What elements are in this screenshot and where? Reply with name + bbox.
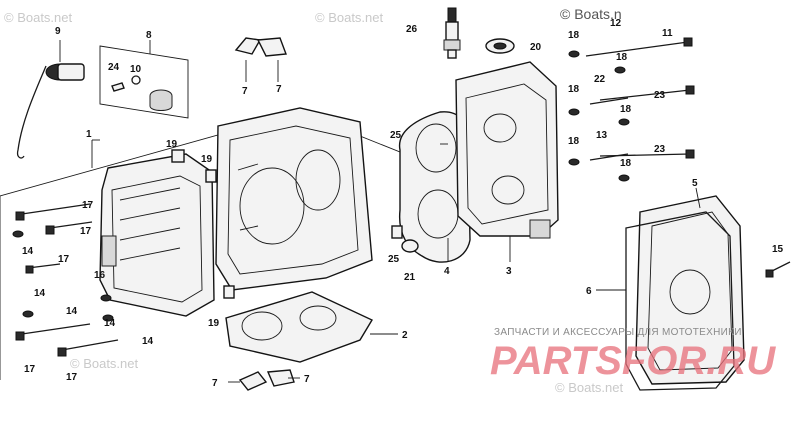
callout-19: 19 xyxy=(208,318,220,329)
callout-24: 24 xyxy=(108,62,120,73)
watermark-top-mid: © Boats.net xyxy=(315,10,384,25)
shop-brand-logo: PARTSFOR.RU xyxy=(490,339,776,383)
block-bolts-left xyxy=(12,203,119,357)
callout-16: 16 xyxy=(94,270,106,281)
callout-18: 18 xyxy=(620,104,632,115)
callout-3: 3 xyxy=(506,266,512,277)
part-25-dowel xyxy=(391,225,403,239)
part-20-washer xyxy=(485,38,515,54)
callout-18: 18 xyxy=(568,84,580,95)
callout-8: 8 xyxy=(146,30,152,41)
callout-7: 7 xyxy=(242,86,248,97)
watermark-top-left: © Boats.net xyxy=(4,10,73,25)
part-25-head-gasket xyxy=(398,111,471,263)
callout-17: 17 xyxy=(82,200,94,211)
callout-14: 14 xyxy=(104,318,116,329)
thermo-sensor-part-9 xyxy=(16,40,85,159)
watermark-bottom-left: © Boats.net xyxy=(70,356,139,371)
part-7-clips-top xyxy=(234,37,287,82)
leader-lines xyxy=(91,139,701,383)
part-26-spark-plug xyxy=(443,7,461,59)
callout-22: 22 xyxy=(594,74,606,85)
callout-23: 23 xyxy=(654,90,666,101)
callout-14: 14 xyxy=(142,336,154,347)
head-bolts-right xyxy=(568,37,695,182)
callout-labels: 9 8 24 10 7 7 1 19 19 26 20 25 18 12 11 … xyxy=(22,18,784,389)
callout-15: 15 xyxy=(772,244,784,255)
callout-20: 20 xyxy=(530,42,542,53)
part-5-head-cover xyxy=(635,195,745,385)
part-7-clips-bottom xyxy=(238,369,295,391)
cylinder-block-left xyxy=(99,153,215,317)
part-21-oring xyxy=(401,239,419,253)
part-15-bolt xyxy=(765,261,791,278)
callout-2: 2 xyxy=(402,330,408,341)
callout-7: 7 xyxy=(212,378,218,389)
watermark-bottom-right: © Boats.net xyxy=(555,380,624,395)
callout-14: 14 xyxy=(22,246,34,257)
part-2-gasket-bottom xyxy=(225,291,373,363)
callout-21: 21 xyxy=(404,272,416,283)
watermark-top-right: © Boats.n xyxy=(560,6,622,22)
callout-5: 5 xyxy=(692,178,698,189)
callout-10: 10 xyxy=(130,64,142,75)
callout-18: 18 xyxy=(616,52,628,63)
callout-1: 1 xyxy=(86,129,92,140)
part-3-cylinder-head xyxy=(455,61,559,239)
callout-25: 25 xyxy=(388,254,400,265)
callout-18: 18 xyxy=(568,30,580,41)
callout-14: 14 xyxy=(34,288,46,299)
callout-17: 17 xyxy=(24,364,36,375)
callout-19: 19 xyxy=(201,154,213,165)
part-6-cover-gasket xyxy=(625,211,735,391)
callout-25: 25 xyxy=(390,130,402,141)
callout-18: 18 xyxy=(568,136,580,147)
cylinder-block-center xyxy=(215,107,373,291)
callout-23: 23 xyxy=(654,144,666,155)
part-19-dowels xyxy=(171,149,235,299)
shop-tagline: ЗАПЧАСТИ И АКСЕССУАРЫ ДЛЯ МОТОТЕХНИКИ xyxy=(494,327,742,338)
callout-19: 19 xyxy=(166,139,178,150)
callout-11: 11 xyxy=(662,28,673,39)
callout-17: 17 xyxy=(58,254,70,265)
callout-12: 12 xyxy=(610,18,622,29)
callout-17: 17 xyxy=(80,226,92,237)
callout-17: 17 xyxy=(66,372,78,383)
callout-9: 9 xyxy=(55,26,61,37)
callout-14: 14 xyxy=(66,306,78,317)
part-8-kit-box xyxy=(99,40,189,119)
callout-26: 26 xyxy=(406,24,418,35)
callout-18: 18 xyxy=(620,158,632,169)
callout-7: 7 xyxy=(276,84,282,95)
callout-6: 6 xyxy=(586,286,592,297)
callout-13: 13 xyxy=(596,130,608,141)
callout-7: 7 xyxy=(304,374,310,385)
callout-4: 4 xyxy=(444,266,450,277)
